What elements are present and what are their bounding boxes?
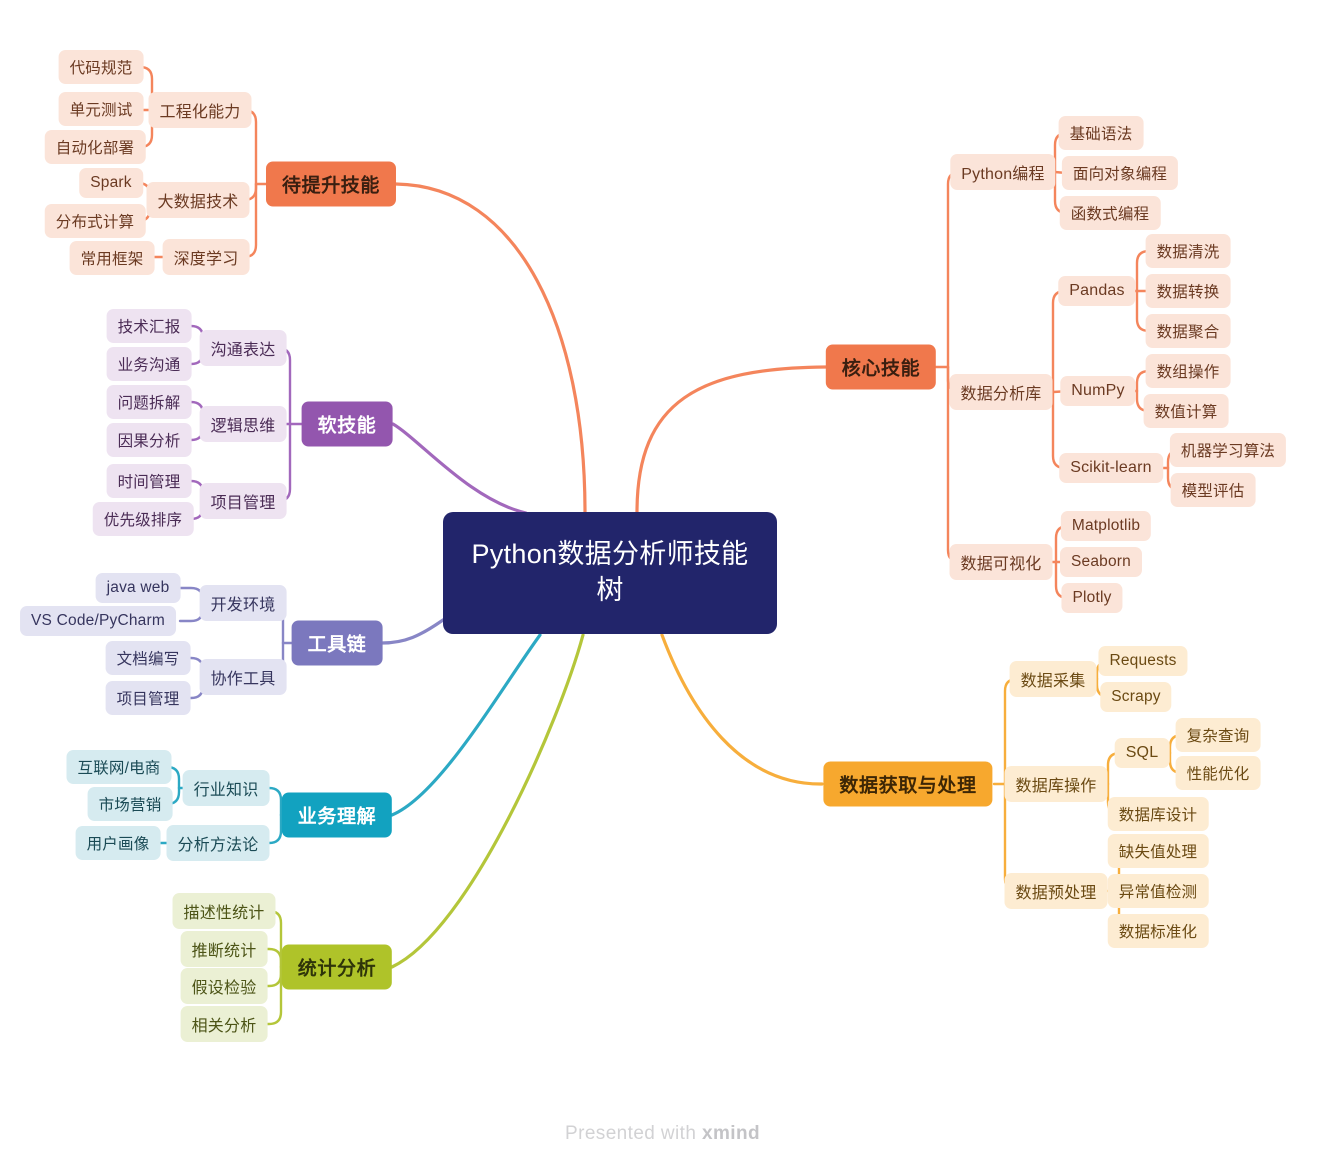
leaf-java-web[interactable]: java web bbox=[95, 573, 181, 603]
leaf-tech-report[interactable]: 技术汇报 bbox=[106, 309, 192, 343]
node-data-collection[interactable]: 数据采集 bbox=[1009, 661, 1097, 697]
node-data-preprocessing[interactable]: 数据预处理 bbox=[1004, 873, 1108, 909]
leaf-unit-test[interactable]: 单元测试 bbox=[58, 92, 144, 126]
leaf-model-evaluation[interactable]: 模型评估 bbox=[1170, 473, 1256, 507]
wire-root-core-skills bbox=[635, 365, 828, 514]
branch-node-statistics[interactable]: 统计分析 bbox=[281, 944, 393, 990]
leaf-data-aggregation[interactable]: 数据聚合 bbox=[1145, 314, 1231, 348]
node-sql[interactable]: SQL bbox=[1114, 738, 1170, 768]
leaf-complex-queries[interactable]: 复杂查询 bbox=[1175, 718, 1261, 752]
branch-node-core-skills[interactable]: 核心技能 bbox=[825, 344, 937, 390]
leaf-documentation[interactable]: 文档编写 bbox=[105, 641, 191, 675]
node-data-analysis-libraries[interactable]: 数据分析库 bbox=[949, 374, 1053, 410]
leaf-code-standards[interactable]: 代码规范 bbox=[58, 50, 144, 84]
node-scikit-learn[interactable]: Scikit-learn bbox=[1059, 453, 1163, 483]
wire-root-statistics bbox=[390, 633, 585, 969]
leaf-data-normalization[interactable]: 数据标准化 bbox=[1107, 914, 1209, 948]
branch-node-data-pipeline[interactable]: 数据获取与处理 bbox=[823, 761, 993, 807]
wire-root-toolchain bbox=[380, 618, 445, 645]
watermark-brand: xmind bbox=[702, 1123, 760, 1144]
wire-root-business bbox=[390, 633, 542, 817]
leaf-performance-optimization[interactable]: 性能优化 bbox=[1175, 756, 1261, 790]
wire-root-soft-skills bbox=[391, 422, 528, 515]
node-deep-learning[interactable]: 深度学习 bbox=[162, 239, 250, 275]
leaf-scrapy[interactable]: Scrapy bbox=[1100, 682, 1172, 712]
node-data-visualization[interactable]: 数据可视化 bbox=[949, 544, 1053, 580]
node-inferential-statistics[interactable]: 推断统计 bbox=[180, 931, 268, 967]
xmind-watermark: Presented with xmind bbox=[565, 1123, 760, 1145]
node-numpy[interactable]: NumPy bbox=[1060, 376, 1136, 406]
branch-node-toolchain[interactable]: 工具链 bbox=[291, 620, 383, 666]
leaf-spark[interactable]: Spark bbox=[79, 168, 143, 198]
leaf-array-operations[interactable]: 数组操作 bbox=[1145, 354, 1231, 388]
leaf-project-management-tool[interactable]: 项目管理 bbox=[105, 681, 191, 715]
leaf-functional-programming[interactable]: 函数式编程 bbox=[1059, 196, 1161, 230]
leaf-time-management[interactable]: 时间管理 bbox=[106, 464, 192, 498]
leaf-vscode-pycharm[interactable]: VS Code/PyCharm bbox=[20, 606, 176, 636]
leaf-problem-decomposition[interactable]: 问题拆解 bbox=[106, 385, 192, 419]
leaf-priority-ordering[interactable]: 优先级排序 bbox=[92, 502, 194, 536]
node-pandas[interactable]: Pandas bbox=[1058, 276, 1136, 306]
node-bigdata-tech[interactable]: 大数据技术 bbox=[146, 182, 250, 218]
branch-node-business[interactable]: 业务理解 bbox=[281, 792, 393, 838]
leaf-automated-deploy[interactable]: 自动化部署 bbox=[44, 130, 146, 164]
node-database-operations[interactable]: 数据库操作 bbox=[1004, 766, 1108, 802]
root-node[interactable]: Python数据分析师技能树 bbox=[443, 512, 777, 634]
node-project-management-soft[interactable]: 项目管理 bbox=[199, 483, 287, 519]
leaf-plotly[interactable]: Plotly bbox=[1061, 583, 1123, 613]
node-industry-knowledge[interactable]: 行业知识 bbox=[182, 770, 270, 806]
node-logical-thinking[interactable]: 逻辑思维 bbox=[199, 406, 287, 442]
leaf-missing-value-handling[interactable]: 缺失值处理 bbox=[1107, 834, 1209, 868]
wire-root-upskill bbox=[394, 182, 587, 514]
node-dev-environment[interactable]: 开发环境 bbox=[199, 585, 287, 621]
wire-core-to-py bbox=[946, 170, 968, 369]
leaf-numerical-computation[interactable]: 数值计算 bbox=[1143, 394, 1229, 428]
leaf-ml-algorithms[interactable]: 机器学习算法 bbox=[1169, 433, 1287, 467]
leaf-oop[interactable]: 面向对象编程 bbox=[1061, 156, 1179, 190]
leaf-database-design[interactable]: 数据库设计 bbox=[1107, 797, 1209, 831]
leaf-requests[interactable]: Requests bbox=[1098, 646, 1188, 676]
leaf-marketing[interactable]: 市场营销 bbox=[87, 787, 173, 821]
leaf-internet-ecommerce[interactable]: 互联网/电商 bbox=[66, 750, 172, 784]
leaf-business-communication[interactable]: 业务沟通 bbox=[106, 347, 192, 381]
leaf-data-transformation[interactable]: 数据转换 bbox=[1145, 274, 1231, 308]
node-analysis-methodology[interactable]: 分析方法论 bbox=[166, 825, 270, 861]
node-python-programming[interactable]: Python编程 bbox=[950, 154, 1056, 190]
node-correlation-analysis[interactable]: 相关分析 bbox=[180, 1006, 268, 1042]
watermark-prefix: Presented with bbox=[565, 1123, 703, 1144]
node-descriptive-statistics[interactable]: 描述性统计 bbox=[172, 893, 276, 929]
leaf-basic-syntax[interactable]: 基础语法 bbox=[1058, 116, 1144, 150]
leaf-seaborn[interactable]: Seaborn bbox=[1059, 547, 1143, 577]
node-engineering-capability[interactable]: 工程化能力 bbox=[148, 92, 252, 128]
node-communication[interactable]: 沟通表达 bbox=[199, 330, 287, 366]
node-collaboration-tools[interactable]: 协作工具 bbox=[199, 659, 287, 695]
leaf-causal-analysis[interactable]: 因果分析 bbox=[106, 423, 192, 457]
leaf-user-persona[interactable]: 用户画像 bbox=[75, 826, 161, 860]
branch-node-upskill[interactable]: 待提升技能 bbox=[265, 161, 397, 207]
leaf-data-cleaning[interactable]: 数据清洗 bbox=[1145, 234, 1231, 268]
leaf-common-frameworks[interactable]: 常用框架 bbox=[69, 241, 155, 275]
leaf-outlier-detection[interactable]: 异常值检测 bbox=[1107, 874, 1209, 908]
leaf-matplotlib[interactable]: Matplotlib bbox=[1060, 511, 1152, 541]
node-hypothesis-testing[interactable]: 假设检验 bbox=[180, 968, 268, 1004]
wire-root-data-pipeline bbox=[660, 633, 824, 786]
branch-node-soft-skills[interactable]: 软技能 bbox=[301, 401, 393, 447]
leaf-distributed-computing[interactable]: 分布式计算 bbox=[44, 204, 146, 238]
